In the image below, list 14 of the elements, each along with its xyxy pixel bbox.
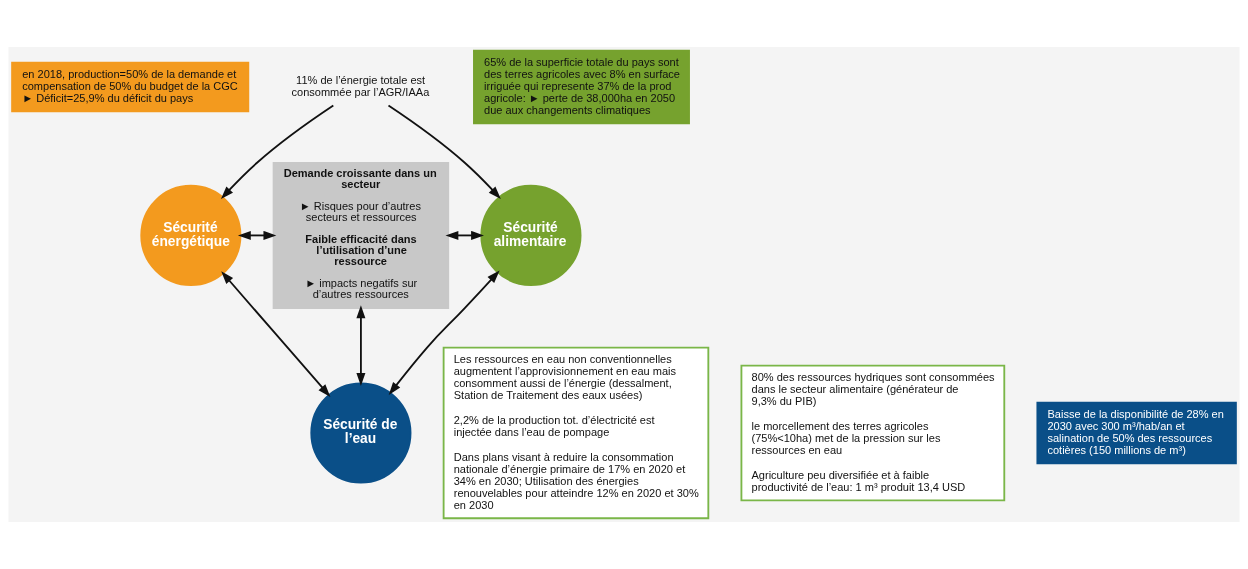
arrow [356, 305, 366, 386]
arrow [237, 230, 277, 240]
arrow [445, 230, 484, 240]
node-box: 65% de la superficie totale du pays sont des terres agricoles avec 8% en surface irriguée qui represente 37% de la prod agricole: ► perte de 38,000ha en 2050 due aux changements climatiques [473, 49, 690, 125]
arrow [388, 270, 500, 395]
arrow [387, 104, 501, 200]
node-box: Les ressources en eau non conventionnelles augmentent l’approvisionnement en eau mais consomment aussi de l’énergie (dessalment, Station de Traitement des eaux usées) 2,2% de la production tot. d’électricité est injectée dans l’eau de pompage Dans plans visant à reduire la consommation nationale d’énergie primaire de 17% en 2020 et 34% en 2030; Utilisation des énergies renouvelables pour atteindre 12% en 2020 et 30% en 2030 [442, 346, 710, 520]
node-box: en 2018, production=50% de la demande et compensation de 50% du budget de la CGC ► Déficit=25,9% du déficit du pays [11, 61, 250, 113]
arrow [221, 271, 331, 397]
node-text: 11% de l’énergie totale est consommée par l’AGR/IAAa [291, 73, 430, 98]
node-box: 80% des ressources hydriques sont consommées dans le secteur alimentaire (générateur de 9,3% du PIB) le morcellement des terres agricoles (75%<10ha) met de la pression sur les ressources en eau Agriculture peu diversifiée et à faible productivité de l’eau: 1 m³ produit 13,4 USD [740, 364, 1006, 502]
node-box: Baisse de la disponibilité de 28% en 2030 avec 300 m³/hab/an et salination de 50% des ressources cotières (150 millions de m³) [1036, 401, 1237, 465]
arrow [220, 104, 335, 200]
node-box: Demande croissante dans un secteur ► Risques pour d’autres secteurs et ressources Faible efficacité dans l’utilisation d’une ressource ► impacts negatifs sur d’autres ressources [272, 161, 450, 309]
